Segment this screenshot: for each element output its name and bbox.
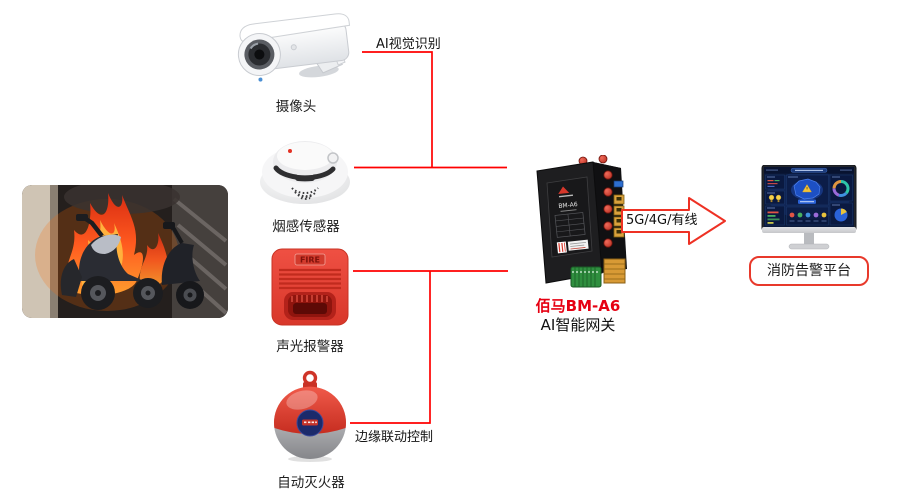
uplink-label: 5G/4G/有线 [626,213,698,228]
link-label-edge-control: 边缘联动控制 [355,430,434,445]
gateway-icon: BM-A6 [536,154,627,288]
gateway-device: BM-A6 [508,154,648,335]
alarm-icon: FIRE [271,248,349,326]
dashboard-screen [764,167,854,227]
device-sound-light-alarm: FIRE 声光报警器 [264,248,356,355]
camera-label: 摄像头 [275,99,317,115]
fire-scene-image [22,185,228,318]
gateway-front-model-text: BM-A6 [558,201,578,210]
device-fire-extinguisher: 自动灭火器 [266,368,356,491]
link-label-ai-vision: AI视觉识别 [376,37,441,52]
monitor-icon [761,164,857,250]
extinguisher-icon [274,370,346,462]
alarm-platform: 消防告警平台 [748,164,870,286]
alarm-face-text: FIRE [300,256,320,265]
fire-scene-photo [22,185,228,322]
device-camera: 摄像头 [228,12,364,115]
device-smoke-sensor: 烟感传感器 [256,126,356,235]
arrow-right-icon [621,197,726,245]
connector-extinguisher-line [350,271,431,424]
gateway-subtitle: AI智能网关 [540,315,616,334]
extinguisher-label: 自动灭火器 [277,475,345,491]
alarm-label: 声光报警器 [276,339,344,355]
connector-camera-line [362,51,433,168]
gateway-brand-model: 佰马BM-A6 [535,297,621,315]
uplink-arrow: 5G/4G/有线 [620,195,728,247]
platform-label: 消防告警平台 [749,256,869,286]
smoke-sensor-label: 烟感传感器 [272,219,340,235]
smoke-sensor-icon [260,141,350,204]
camera-icon [237,13,351,82]
